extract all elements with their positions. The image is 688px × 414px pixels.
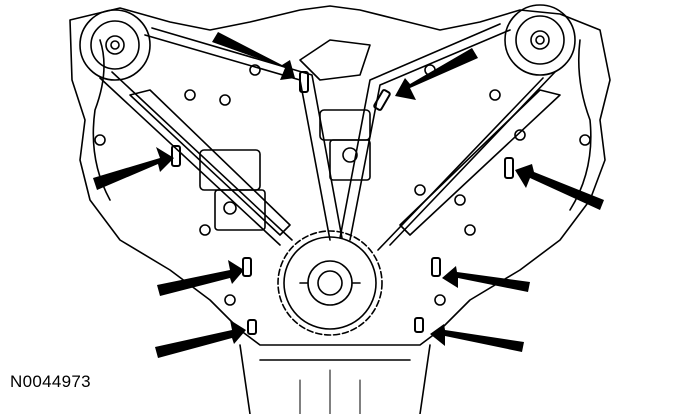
- right-camshaft-sprocket: [504, 4, 576, 76]
- arrow-icon: [212, 32, 295, 80]
- arrow-icon: [157, 260, 244, 296]
- center-chain-tensioner: [299, 39, 371, 181]
- arrow-icon: [442, 266, 530, 292]
- arrow-icon: [155, 320, 246, 358]
- left-chain-tensioner: [199, 149, 266, 231]
- right-chain-guide: [399, 89, 561, 236]
- figure-id-label: N0044973: [10, 372, 91, 391]
- right-timing-chain: [339, 23, 556, 251]
- engine-front-cover: [69, 5, 611, 346]
- oil-pan: [239, 344, 431, 414]
- left-chain-guide: [129, 89, 291, 236]
- arrow-icon: [93, 147, 174, 190]
- crankshaft-sprocket: [277, 230, 383, 336]
- arrow-icon: [515, 164, 604, 210]
- left-camshaft-sprocket: [79, 9, 151, 81]
- arrow-icon: [395, 48, 478, 100]
- left-timing-chain: [99, 27, 343, 246]
- chain-link-marks: [171, 71, 514, 335]
- arrow-icon: [430, 324, 524, 352]
